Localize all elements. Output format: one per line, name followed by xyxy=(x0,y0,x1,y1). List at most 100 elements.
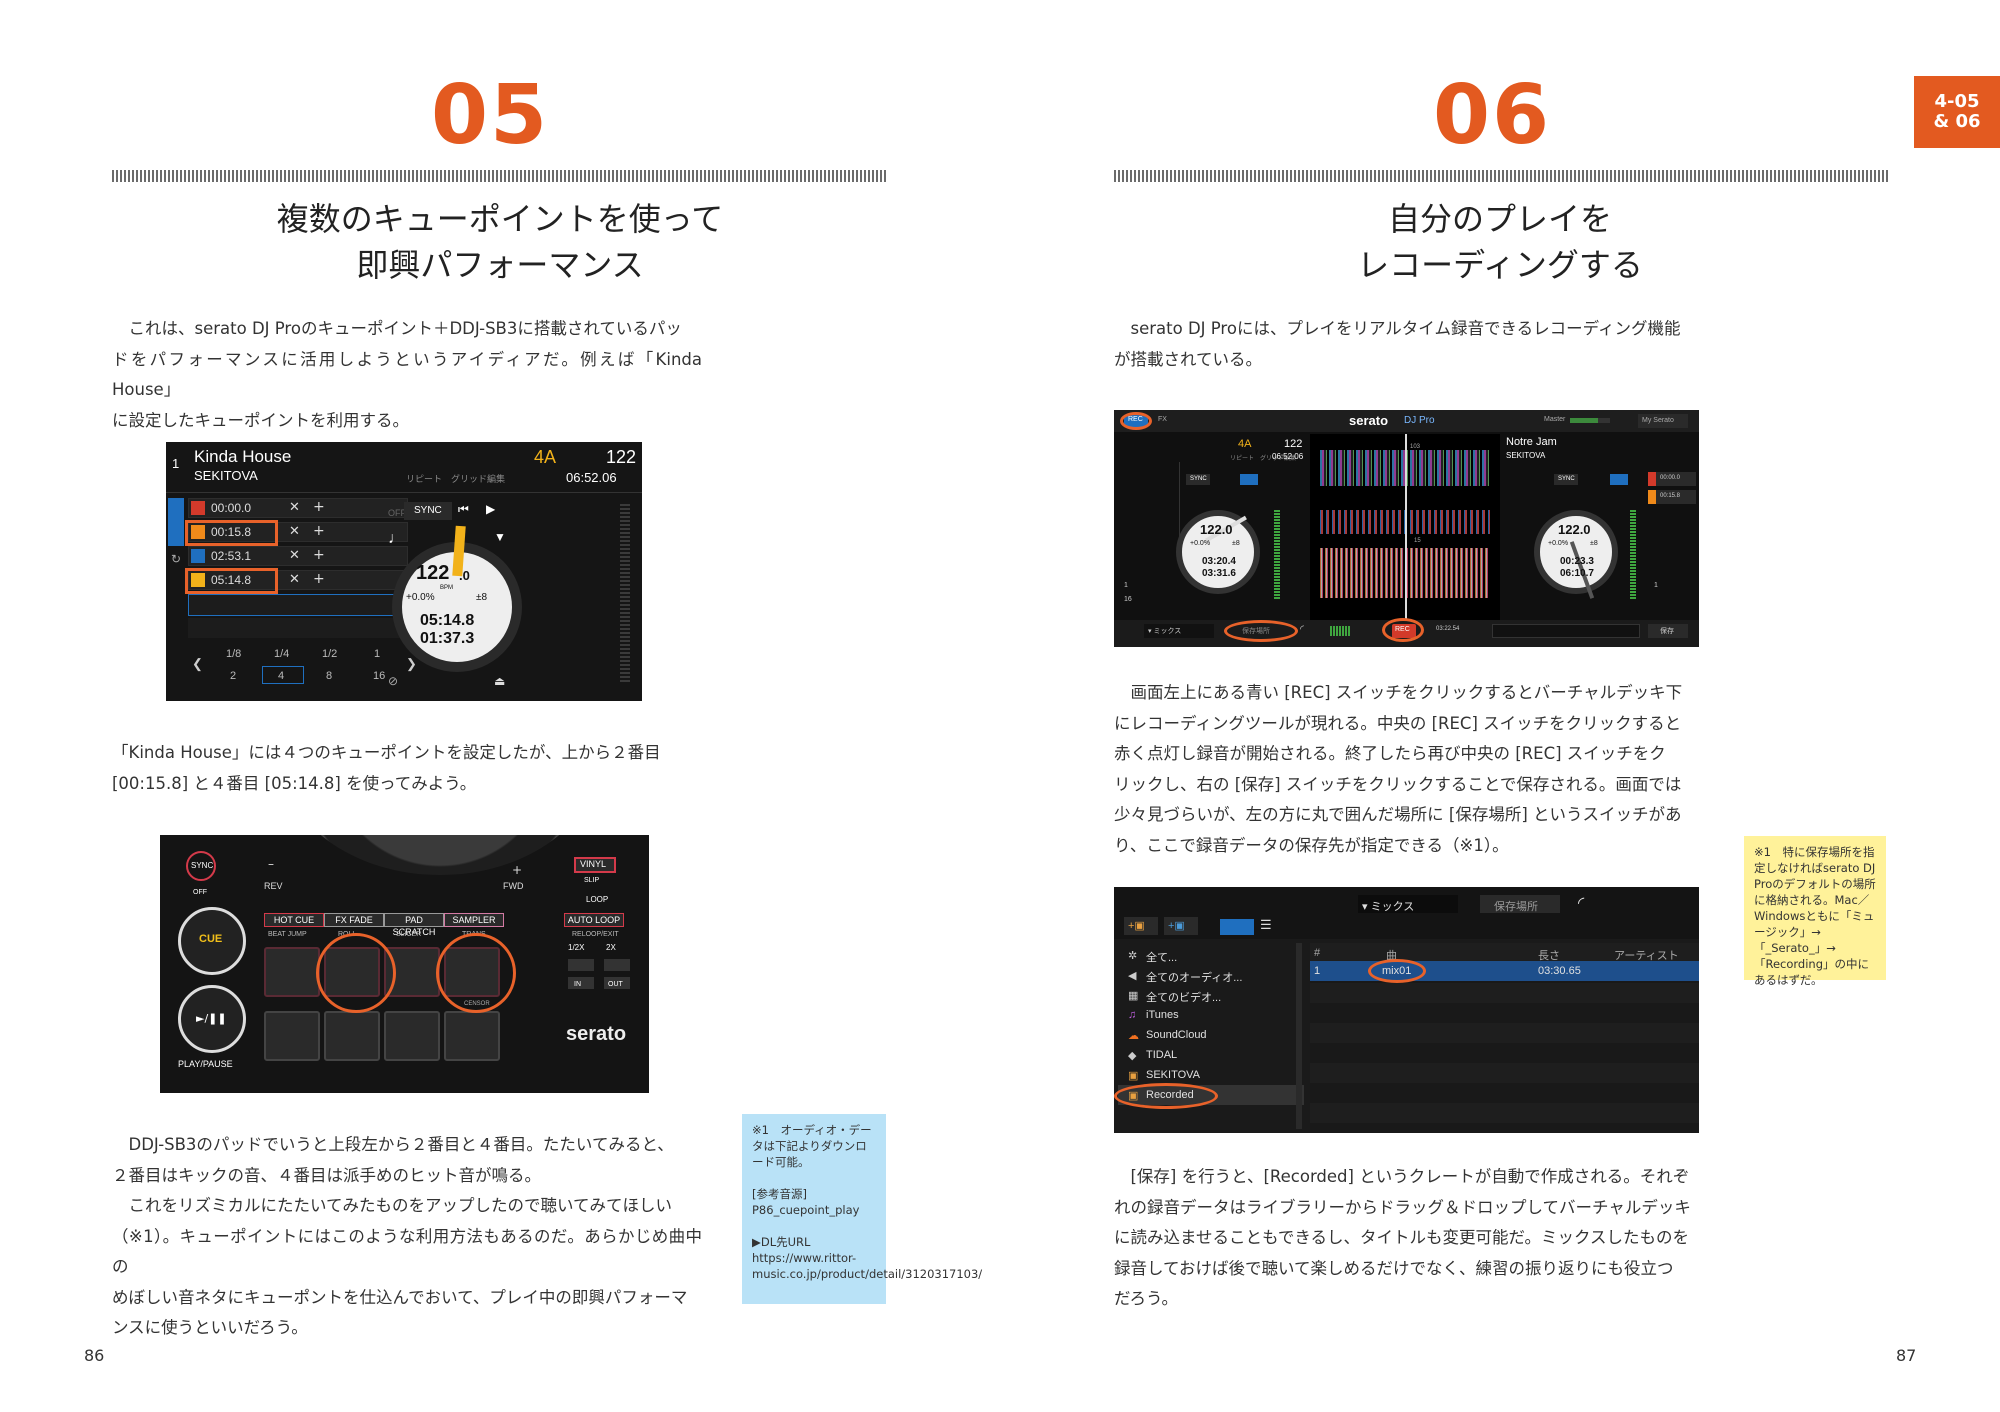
loop-4-selected[interactable] xyxy=(262,666,304,684)
eject-icon[interactable]: ⏏ xyxy=(494,674,506,688)
jog-wheel[interactable] xyxy=(280,835,600,875)
delete-icon[interactable]: ✕ xyxy=(289,548,300,563)
mix-select[interactable] xyxy=(1358,895,1458,913)
rec-filename-field[interactable] xyxy=(1492,624,1640,638)
loop-in-button[interactable] xyxy=(568,977,594,989)
vinyl-button[interactable] xyxy=(574,857,616,873)
beat-jump-1-8[interactable]: 1/8 xyxy=(226,648,242,660)
delete-icon[interactable]: ✕ xyxy=(289,500,300,515)
crate-scrollbar[interactable] xyxy=(1296,943,1302,1129)
bar-marker-15: 15 xyxy=(1414,538,1421,544)
add-smart-crate-button[interactable] xyxy=(1164,917,1198,935)
left-elapsed: 03:20.4 xyxy=(1202,556,1236,567)
right-sync-button[interactable] xyxy=(1554,474,1578,485)
pad-8[interactable] xyxy=(444,1011,500,1061)
next-icon[interactable]: ❯ xyxy=(406,656,417,671)
level-meter xyxy=(620,504,630,684)
add-icon[interactable]: + xyxy=(313,499,325,515)
note-icon[interactable]: ♩ xyxy=(388,530,404,547)
right-track-artist: SEKITOVA xyxy=(1506,451,1546,460)
loop-2[interactable]: 2 xyxy=(230,670,237,682)
auto-loop-button[interactable]: AUTO LOOP xyxy=(564,913,624,927)
column-artist[interactable]: アーティスト xyxy=(1614,950,1679,962)
deck-sub-labels: リピート グリッド編集 xyxy=(406,474,506,484)
right-level-meter xyxy=(1630,510,1636,600)
pad-5[interactable] xyxy=(264,1011,320,1061)
crate-soundcloud[interactable]: SoundCloud xyxy=(1146,1029,1207,1041)
right-cue-row-1[interactable] xyxy=(1648,472,1696,486)
pad-scratch-mode[interactable]: PAD SCRATCH xyxy=(384,913,444,937)
fx-toggle[interactable]: FX xyxy=(1158,416,1167,423)
sampler-mode[interactable]: SAMPLER xyxy=(444,913,504,927)
loop-8[interactable]: 8 xyxy=(326,670,333,682)
crate-sekitova[interactable]: SEKITOVA xyxy=(1146,1069,1201,1081)
save-location-button[interactable] xyxy=(1480,895,1560,913)
crate-all-audio[interactable]: 全てのオーディオ... xyxy=(1146,972,1243,984)
column-song[interactable]: 曲 xyxy=(1386,950,1397,962)
pad-6[interactable] xyxy=(324,1011,380,1061)
add-smart-crate-icon: +▣ xyxy=(1168,920,1185,932)
loop-double-button[interactable] xyxy=(604,959,630,971)
delete-icon[interactable]: ✕ xyxy=(289,524,300,539)
prev-icon[interactable]: ❮ xyxy=(192,656,203,671)
delete-icon[interactable]: ✕ xyxy=(289,572,300,587)
detail-view-icon[interactable]: ☰ xyxy=(1260,917,1272,932)
right-beat-1[interactable]: 1 xyxy=(1654,582,1658,589)
loop-half-button[interactable] xyxy=(568,959,594,971)
loop-out-button[interactable] xyxy=(604,977,630,989)
play-pause-button[interactable] xyxy=(178,985,246,1053)
right-cue-row-2[interactable] xyxy=(1648,490,1696,504)
column-number[interactable]: # xyxy=(1314,947,1321,959)
cue-row-2[interactable]: 00:15.8 ✕ + xyxy=(188,522,408,542)
left-beat-1[interactable]: 1 xyxy=(1124,582,1128,589)
left-total-time: 06:52.06 xyxy=(1272,452,1304,461)
crate-all-video[interactable]: 全てのビデオ... xyxy=(1146,992,1222,1004)
cue-row-3[interactable]: 02:53.1 ✕ + xyxy=(188,546,408,566)
save-button[interactable] xyxy=(1648,624,1688,638)
cue-button[interactable] xyxy=(178,907,246,975)
section-heading: 自分のプレイを レコーディングする xyxy=(1357,200,1643,284)
add-crate-button[interactable] xyxy=(1124,917,1158,935)
fx-fade-mode[interactable]: FX FADE xyxy=(324,913,384,927)
loop-tab-icon[interactable]: ↻ xyxy=(171,552,182,566)
highlight-rec-toggle xyxy=(1120,412,1152,430)
total-time: 06:52.06 xyxy=(566,470,617,485)
pad-1[interactable] xyxy=(264,947,320,997)
hot-cue-mode[interactable]: HOT CUE xyxy=(264,913,324,927)
beat-jump-1-4[interactable]: 1/4 xyxy=(274,648,290,660)
crate-itunes[interactable]: iTunes xyxy=(1146,1009,1179,1021)
right-play-button[interactable] xyxy=(1610,474,1628,485)
left-platter[interactable] xyxy=(1176,510,1260,594)
cue-icon[interactable]: ⏮ xyxy=(458,502,469,516)
cue-color-swatch xyxy=(191,549,205,563)
slip-icon[interactable]: ⊘ xyxy=(388,674,399,688)
beat-jump-1[interactable]: 1 xyxy=(374,648,381,660)
cue-time: 00:15.8 xyxy=(211,525,252,539)
pad-7[interactable] xyxy=(384,1011,440,1061)
loop-4[interactable]: 4 xyxy=(278,670,285,682)
add-icon[interactable]: + xyxy=(313,547,325,563)
cue-row-4[interactable]: 05:14.8 ✕ + xyxy=(188,570,408,590)
crate-icon: ✲ xyxy=(1128,950,1138,962)
play-icon[interactable]: ▶ xyxy=(486,502,496,516)
mix-select[interactable] xyxy=(1144,624,1214,638)
sync-button[interactable] xyxy=(404,502,452,520)
left-sync-button[interactable] xyxy=(1186,474,1210,485)
add-icon[interactable]: + xyxy=(313,571,325,587)
list-view-icon[interactable] xyxy=(1220,919,1254,935)
sync-button[interactable] xyxy=(186,851,216,881)
cue-row-1[interactable]: 00:00.0 ✕ + xyxy=(188,498,408,518)
crate-tidal[interactable]: TIDAL xyxy=(1146,1049,1178,1061)
my-serato-button[interactable] xyxy=(1638,414,1688,428)
left-play-button[interactable] xyxy=(1240,474,1258,485)
beat-jump-1-2[interactable]: 1/2 xyxy=(322,648,338,660)
cue-tab-icon[interactable] xyxy=(168,498,184,546)
row-number: 1 xyxy=(1314,965,1321,977)
tempo-down-icon[interactable]: ▼ xyxy=(494,530,506,544)
crate-all[interactable]: 全て... xyxy=(1146,952,1178,964)
left-beat-16[interactable]: 16 xyxy=(1124,596,1132,603)
loop-16[interactable]: 16 xyxy=(373,670,386,682)
empty-cue-slot[interactable] xyxy=(188,618,430,638)
add-icon[interactable]: + xyxy=(313,523,325,539)
column-length[interactable]: 長さ xyxy=(1538,950,1560,962)
